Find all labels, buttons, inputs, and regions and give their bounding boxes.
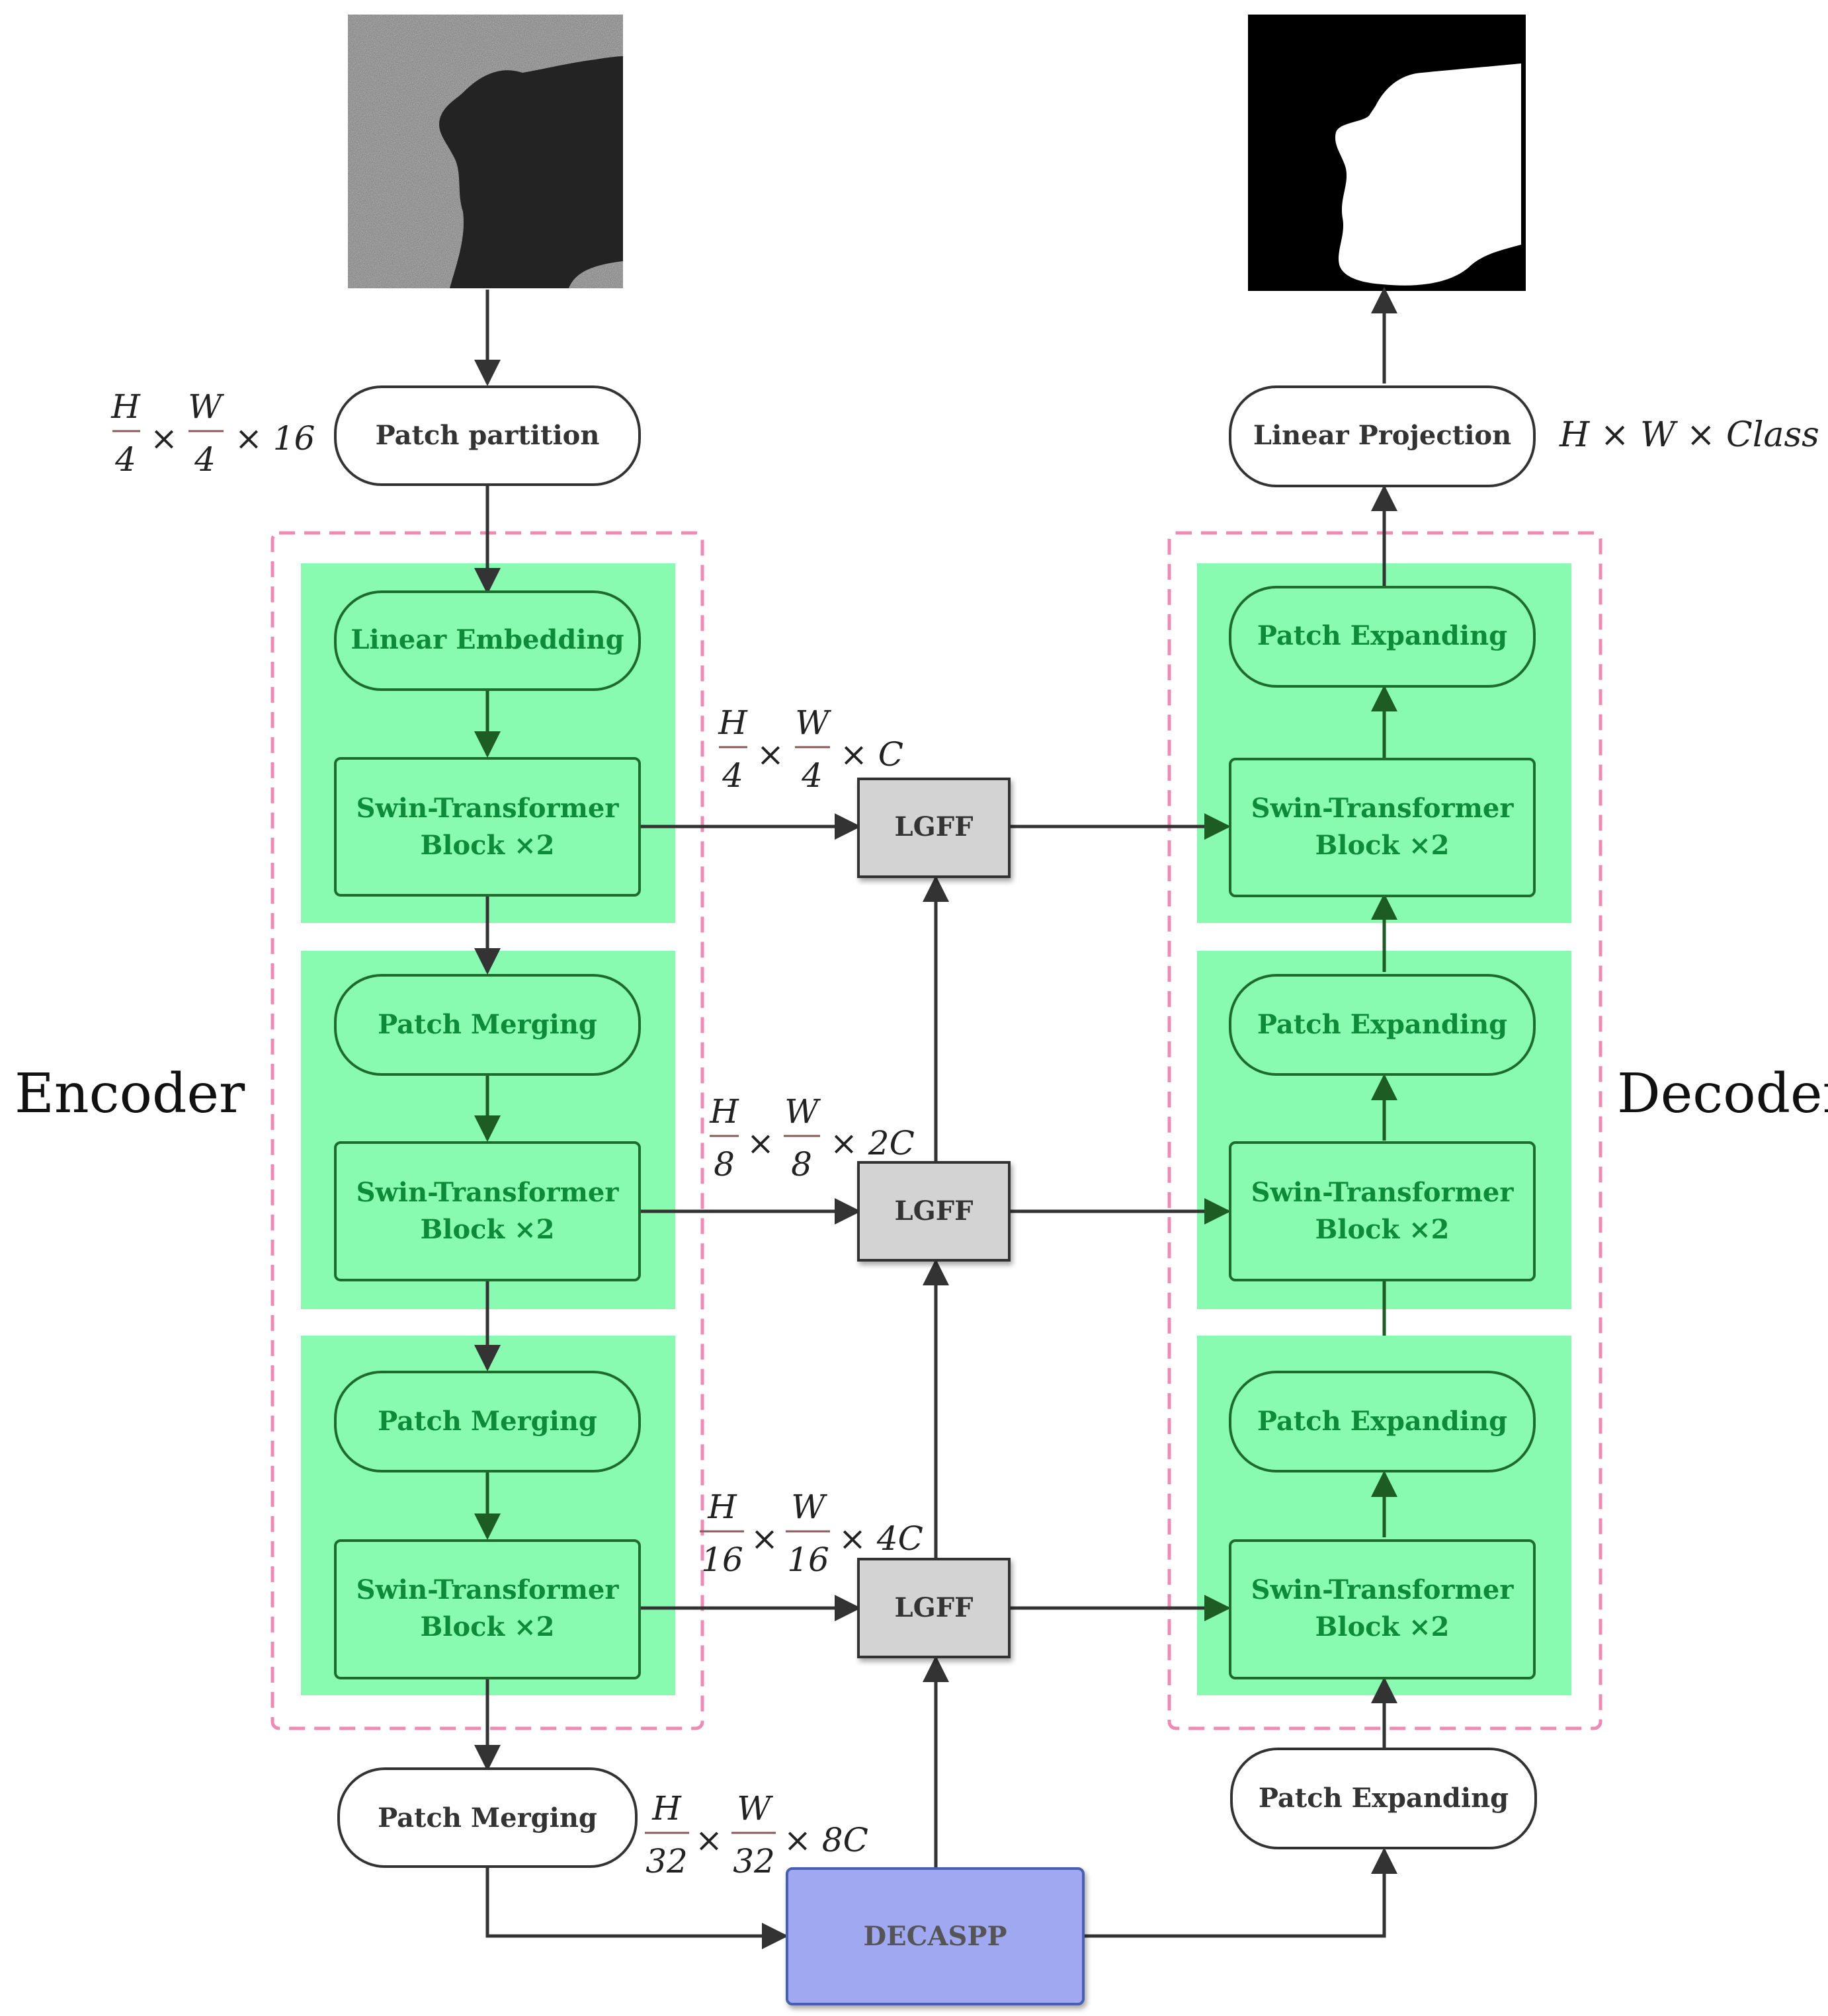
decoder-swin-block-2: Swin-Transformer Block ×2 <box>1229 1141 1536 1281</box>
patch-partition-box: Patch partition <box>334 385 641 486</box>
decaspp-label: DECASPP <box>863 1921 1007 1952</box>
svg-text:W: W <box>791 1488 827 1526</box>
svg-text:W: W <box>188 387 224 426</box>
lgff-label: LGFF <box>894 1195 973 1227</box>
svg-text:4: 4 <box>722 756 743 795</box>
svg-text:× C: × C <box>840 735 903 774</box>
svg-text:8: 8 <box>714 1145 735 1184</box>
decaspp-box: DECASPP <box>786 1867 1085 2005</box>
svg-text:× 8C: × 8C <box>784 1821 868 1859</box>
svg-text:8: 8 <box>791 1145 812 1184</box>
svg-text:×: × <box>747 1124 774 1162</box>
arrow-decaspp-to-expand <box>1083 1847 1397 1938</box>
sar-input-image <box>348 15 623 288</box>
svg-text:16: 16 <box>787 1541 829 1579</box>
linear-projection-box: Linear Projection <box>1229 385 1536 487</box>
svg-text:H: H <box>651 1789 682 1828</box>
svg-text:×: × <box>695 1821 723 1859</box>
arrow-merge-to-decaspp <box>485 1866 788 1949</box>
patch-merging-label: Patch Merging <box>378 1406 597 1437</box>
swin-block-title: Swin-Transformer <box>1251 793 1515 824</box>
svg-text:×: × <box>757 735 784 774</box>
svg-text:W: W <box>737 1789 773 1828</box>
swin-block-repeat: Block ×2 <box>1315 830 1449 861</box>
encoder-swin-block-1: Swin-Transformer Block ×2 <box>334 757 641 897</box>
swin-block-title: Swin-Transformer <box>1251 1574 1515 1605</box>
arrows <box>474 287 1397 1949</box>
linear-projection-label: Linear Projection <box>1253 420 1511 451</box>
patch-expanding-label: Patch Expanding <box>1257 620 1507 651</box>
decoder-patch-expanding-1: Patch Expanding <box>1229 586 1536 688</box>
lgff-box-3: LGFF <box>857 1558 1011 1658</box>
decoder-label: Decoder <box>1617 1063 1828 1125</box>
swin-block-title: Swin-Transformer <box>356 1177 620 1208</box>
svg-text:H: H <box>718 704 748 742</box>
patch-merging-label: Patch Merging <box>378 1802 597 1834</box>
svg-text:32: 32 <box>645 1842 688 1880</box>
svg-text:× 16: × 16 <box>235 419 315 458</box>
dim-label-stage2: H 8 × W 8 × 2C <box>709 1092 915 1184</box>
encoder-swin-block-2: Swin-Transformer Block ×2 <box>334 1141 641 1281</box>
svg-text:4: 4 <box>194 440 216 479</box>
patch-partition-label: Patch partition <box>376 420 600 451</box>
encoder-label: Encoder <box>15 1063 245 1125</box>
swin-block-repeat: Block ×2 <box>1315 1214 1449 1245</box>
encoder-patch-merging-2: Patch Merging <box>334 1371 641 1472</box>
dim-label-output: H × W × Class <box>1559 415 1819 455</box>
lgff-box-2: LGFF <box>857 1161 1011 1262</box>
patch-expanding-label: Patch Expanding <box>1257 1009 1507 1040</box>
decoder-swin-block-1: Swin-Transformer Block ×2 <box>1229 758 1536 897</box>
dim-label-stage3: H 16 × W 16 × 4C <box>700 1488 923 1579</box>
bottleneck-patch-expanding-box: Patch Expanding <box>1230 1748 1537 1849</box>
encoder-patch-merging-1: Patch Merging <box>334 974 641 1076</box>
svg-text:4: 4 <box>114 440 136 479</box>
svg-text:4: 4 <box>801 756 823 795</box>
patch-merging-label: Patch Merging <box>378 1009 597 1040</box>
dim-label-bottleneck: H 32 × W 32 × 8C <box>645 1789 868 1880</box>
lgff-label: LGFF <box>894 811 973 842</box>
dim-label-stage1: H 4 × W 4 × C <box>718 704 903 795</box>
svg-text:× 2C: × 2C <box>830 1124 915 1162</box>
svg-text:×: × <box>150 419 178 458</box>
swin-block-title: Swin-Transformer <box>356 1574 620 1605</box>
svg-text:H: H <box>709 1092 739 1131</box>
svg-text:H: H <box>707 1488 737 1526</box>
decoder-swin-block-3: Swin-Transformer Block ×2 <box>1229 1539 1536 1679</box>
decoder-patch-expanding-2: Patch Expanding <box>1229 974 1536 1076</box>
linear-embedding-box: Linear Embedding <box>334 590 641 691</box>
svg-text:W: W <box>795 704 831 742</box>
swin-block-repeat: Block ×2 <box>420 830 554 861</box>
swin-block-repeat: Block ×2 <box>420 1214 554 1245</box>
segmentation-mask-image <box>1248 15 1526 291</box>
swin-block-title: Swin-Transformer <box>356 793 620 824</box>
patch-expanding-label: Patch Expanding <box>1259 1783 1509 1814</box>
dim-label-partition: H 4 × W 4 × 16 <box>110 387 315 479</box>
patch-expanding-label: Patch Expanding <box>1257 1406 1507 1437</box>
svg-text:16: 16 <box>701 1541 743 1579</box>
bottleneck-patch-merging-box: Patch Merging <box>337 1767 638 1868</box>
svg-text:× 4C: × 4C <box>839 1519 923 1558</box>
encoder-swin-block-3: Swin-Transformer Block ×2 <box>334 1539 641 1679</box>
linear-embedding-label: Linear Embedding <box>351 624 624 655</box>
swin-block-repeat: Block ×2 <box>420 1611 554 1642</box>
svg-text:×: × <box>751 1519 778 1558</box>
svg-text:H: H <box>110 387 141 426</box>
svg-text:W: W <box>784 1092 821 1131</box>
lgff-box-1: LGFF <box>857 778 1011 878</box>
swin-block-title: Swin-Transformer <box>1251 1177 1515 1208</box>
lgff-label: LGFF <box>894 1592 973 1623</box>
swin-block-repeat: Block ×2 <box>1315 1611 1449 1642</box>
svg-text:32: 32 <box>733 1842 775 1880</box>
decoder-patch-expanding-3: Patch Expanding <box>1229 1371 1536 1472</box>
